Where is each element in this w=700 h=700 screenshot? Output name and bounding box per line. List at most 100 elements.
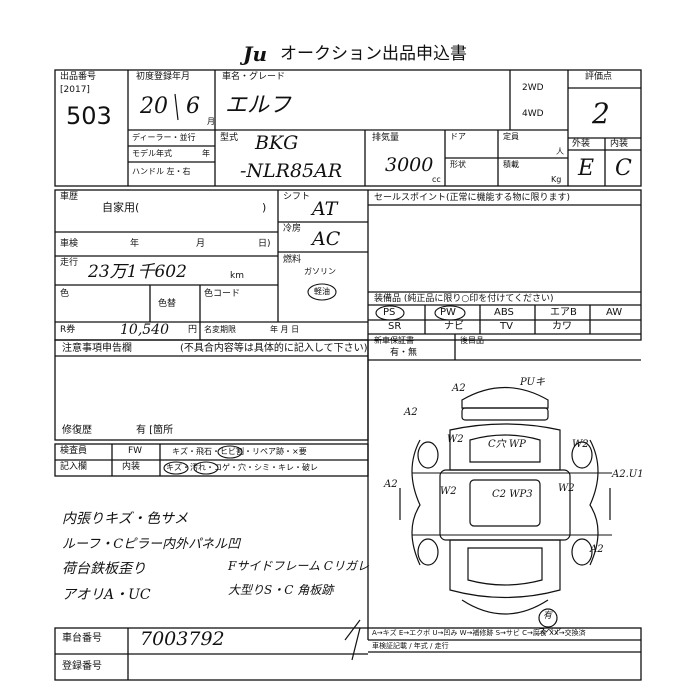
form-title: オークション出品申込書 <box>280 44 467 64</box>
first-reg-month: 6 <box>186 94 200 119</box>
equip-sr: SR <box>388 321 402 332</box>
sales-point-label: セールスポイント(正常に機能する物に限ります) <box>374 193 571 203</box>
shift-value: AT <box>312 198 338 220</box>
chassis-no: 7003792 <box>140 628 225 650</box>
usage-value: 自家用( <box>102 201 140 214</box>
load-label: 積載 <box>503 160 519 169</box>
mileage-label: 走行 <box>60 258 79 268</box>
spare-mark: 有 <box>543 611 553 621</box>
displacement-label: 排気量 <box>372 133 400 143</box>
displacement-value: 3000 <box>385 154 434 176</box>
fuel-light-oil: 軽油 <box>314 287 330 296</box>
interior-label: 内装 <box>610 139 629 149</box>
inspector-label: 検査員 <box>60 446 88 456</box>
recycle-label: R券 <box>60 325 76 335</box>
damage-mark: A2 <box>590 544 604 555</box>
cc-unit: cc <box>432 175 441 184</box>
inspection-year: 年 <box>130 239 140 249</box>
car-name: エルフ <box>225 93 292 118</box>
person-unit: 人 <box>556 147 564 156</box>
2wd-option: 2WD <box>522 83 544 93</box>
damage-mark: W2 <box>440 486 457 497</box>
car-name-label: 車名・グレード <box>222 72 286 82</box>
shape-label: 形状 <box>450 160 466 169</box>
remark-line-4: アオリA・UC <box>62 587 151 603</box>
fuel-label: 燃料 <box>283 255 302 265</box>
door-label: ドア <box>450 132 466 141</box>
model-code-2: -NLR85AR <box>240 160 343 182</box>
warranty-label: 新車保証書 <box>374 336 414 345</box>
warranty-options: 有・無 <box>390 348 418 358</box>
cooling-value: AC <box>312 228 341 250</box>
listing-no: 503 <box>66 102 112 130</box>
usage-label: 車歴 <box>60 192 79 202</box>
equip-airbag: エアB <box>550 307 577 318</box>
damage-mark: W2 <box>572 439 589 450</box>
remark-right-2: 大型りS・C 角板跡 <box>228 583 334 597</box>
type-label: 型式 <box>220 133 239 143</box>
legend-sub: 車検証記載 / 年式 / 走行 <box>372 642 449 650</box>
km-unit: km <box>230 271 244 281</box>
year-code: [2017] <box>60 85 90 95</box>
equip-ps: PS <box>383 307 396 318</box>
damage-mark: C2 WP3 <box>492 489 533 500</box>
fw-items: キズ・飛石・ヒビ割・リペア跡・×要 <box>172 447 307 456</box>
inspection-month: 月 <box>196 239 206 249</box>
kg-unit: Kg <box>551 175 562 184</box>
handle-label: ハンドル 左・右 <box>132 167 191 176</box>
remark-line-1: 内張りキズ・色サメ <box>62 511 188 527</box>
first-reg-label: 初度登録年月 <box>136 72 191 82</box>
equip-navi: ナビ <box>444 321 464 332</box>
damage-mark: A2 <box>384 479 398 490</box>
chassis-label: 車台番号 <box>62 633 102 644</box>
name-change-label: 名変期限 <box>204 325 236 334</box>
equip-tv: TV <box>500 321 513 332</box>
interior-grade: C <box>615 156 632 181</box>
damage-mark: PUキ <box>520 377 545 388</box>
entry-label: 記入欄 <box>60 462 88 472</box>
remark-line-3: 荷台鉄板歪り <box>62 561 146 577</box>
fw-label: FW <box>128 446 143 456</box>
damage-legend: A→キズ E→エクボ U→凹み W→補修跡 S→サビ C→腐食 XX→交換済 <box>372 629 586 637</box>
inspection-day: 日) <box>258 239 271 249</box>
notes-label: 注意事項申告欄 <box>62 343 132 354</box>
damage-mark: C穴 WP <box>488 439 526 450</box>
year-unit: 年 <box>202 149 210 158</box>
model-code-1: BKG <box>255 132 299 154</box>
car-damage-diagram <box>399 386 612 628</box>
fuel-circle <box>307 283 337 301</box>
inspection-label: 車検 <box>60 239 79 249</box>
shift-label: シフト <box>283 192 311 202</box>
capacity-label: 定員 <box>503 132 519 141</box>
damage-mark: A2 <box>404 407 418 418</box>
interior-check-label: 内装 <box>122 462 141 472</box>
damage-mark: A2 <box>452 383 466 394</box>
remark-right-1: Fサイドフレーム Cリガレ <box>228 559 369 573</box>
repair-value: 有 [箇所 <box>136 425 174 436</box>
history-label: 後目品 <box>460 336 484 345</box>
cooling-label: 冷房 <box>283 224 302 234</box>
name-change-date: 年 月 日 <box>270 325 300 334</box>
exterior-grade: E <box>578 156 595 181</box>
damage-mark: W2 <box>447 434 464 445</box>
mileage-value: 23万1千602 <box>88 262 187 282</box>
equip-pw: PW <box>440 307 456 318</box>
auction-logo: Ju <box>243 42 268 66</box>
equip-aw: AW <box>606 307 623 318</box>
interior-items: キズ・汚れ・コゲ・穴・シミ・キレ・破レ <box>166 463 318 472</box>
repair-label: 修復歴 <box>62 425 92 436</box>
damage-mark: W2 <box>558 483 575 494</box>
equipment-label: 装備品 (純正品に限り○印を付けてください) <box>374 294 554 304</box>
fuel-gasoline: ガソリン <box>304 267 336 276</box>
4wd-option: 4WD <box>522 109 544 119</box>
color-label: 色 <box>60 289 70 299</box>
rating-label: 評価点 <box>585 72 613 82</box>
dealer-label: ディーラー・並行 <box>132 133 196 142</box>
equip-abs: ABS <box>494 307 514 318</box>
model-year-label: モデル年式 <box>132 149 172 158</box>
color-code-label: 色コード <box>204 289 241 299</box>
rating-value: 2 <box>592 97 610 130</box>
listing-no-label: 出品番号 <box>60 72 97 82</box>
notes-sub: (不具合内容等は具体的に記入して下さい) <box>180 343 368 354</box>
exterior-label: 外装 <box>572 139 591 149</box>
